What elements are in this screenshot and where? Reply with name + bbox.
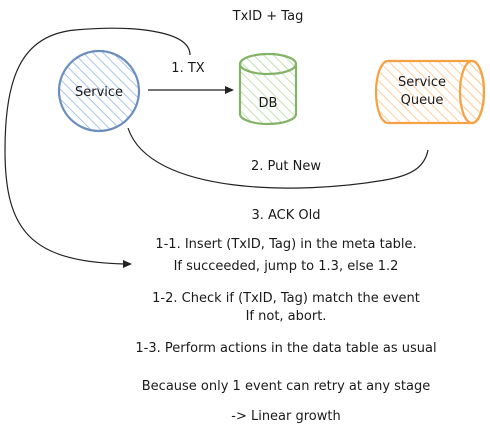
step-1-2-line2: If not, abort. (246, 309, 327, 324)
step-1-2-line1: 1-2. Check if (TxID, Tag) match the even… (152, 291, 420, 306)
ack-old-edge-label: 3. ACK Old (251, 208, 320, 223)
step-1-1-line2: If succeeded, jump to 1.3, else 1.2 (174, 259, 399, 274)
db-node: DB (238, 52, 298, 126)
tx-edge-label: 1. TX (171, 61, 204, 76)
step-1-3: 1-3. Perform actions in the data table a… (135, 341, 436, 356)
service-label: Service (75, 85, 123, 100)
db-label: DB (259, 96, 278, 111)
conclusion-note: -> Linear growth (231, 409, 340, 424)
put-new-edge-label: 2. Put New (251, 159, 321, 174)
service-node: Service (57, 49, 141, 133)
step-1-1-line1: 1-1. Insert (TxID, Tag) in the meta tabl… (155, 237, 416, 252)
edge-loop-to-notes (4, 27, 191, 268)
queue-label-line2: Queue (401, 93, 444, 108)
txid-tag-label: TxID + Tag (232, 9, 304, 24)
edge-tx-service-to-db (148, 86, 234, 94)
service-queue-node: Service Queue (374, 59, 486, 125)
queue-label-line1: Service (398, 75, 446, 90)
reason-note: Because only 1 event can retry at any st… (142, 379, 431, 394)
edge-put-new-service-to-queue (127, 127, 429, 189)
